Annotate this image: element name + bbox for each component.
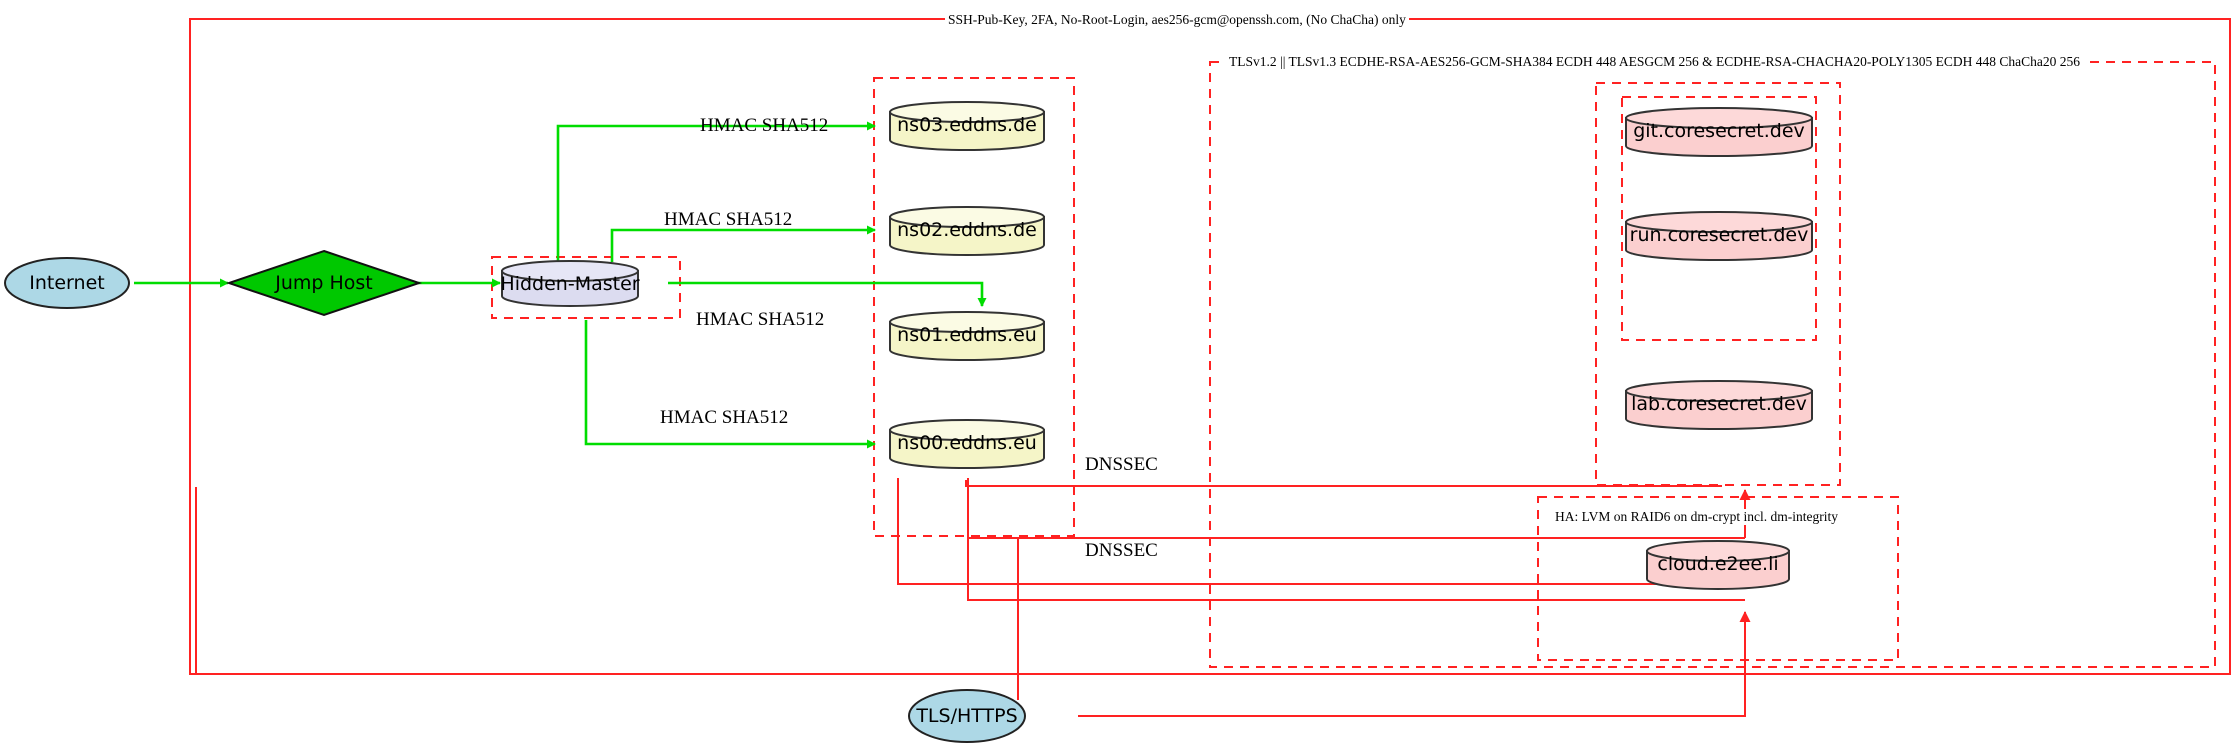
node-ns02[interactable]: ns02.eddns.de [890,207,1044,253]
cluster-dns-border [873,77,1075,537]
node-git-label: git.coresecret.dev [1633,120,1805,142]
edge-hiddenmaster-to-ns00 [584,320,876,449]
edge-hiddenmaster-to-ns02 [610,225,876,262]
node-ns00[interactable]: ns00.eddns.eu [890,420,1044,466]
cluster-ssh-label: SSH-Pub-Key, 2FA, No-Root-Login, aes256-… [945,12,1409,28]
edge-label-dnssec-upper: DNSSEC [1085,454,1158,475]
node-ns01-label: ns01.eddns.eu [897,324,1037,346]
node-internet[interactable]: Internet [5,258,129,308]
edge-tlshttps-right [1078,674,1746,717]
node-tls-https-shape[interactable] [908,689,1026,743]
node-ns02-label: ns02.eddns.de [897,219,1037,241]
node-hidden-master-label: Hidden-Master [500,272,640,295]
edge-label-dnssec-lower: DNSSEC [1085,540,1158,561]
node-ns03[interactable]: ns03.eddns.de [890,102,1044,148]
node-lab[interactable]: lab.coresecret.dev [1626,381,1812,427]
cluster-gitrun-border [1621,96,1817,341]
node-lab-label: lab.coresecret.dev [1631,393,1807,415]
edge-dnssec-upper-stub [965,480,1722,487]
node-git-shape[interactable] [1625,107,1813,157]
node-git[interactable]: git.coresecret.dev [1626,108,1812,154]
node-jumphost-label: Jump Host [275,272,373,294]
node-ns01[interactable]: ns01.eddns.eu [890,312,1044,358]
node-ns01-shape[interactable] [889,311,1045,361]
node-internet-label: Internet [29,272,105,294]
node-tls-https[interactable]: TLS/HTTPS [909,691,1025,741]
cluster-tls-label: TLSv1.2 || TLSv1.3 ECDHE-RSA-AES256-GCM-… [1226,54,2083,70]
node-jumphost-shape[interactable] [225,249,423,317]
node-jumphost[interactable]: Jump Host [229,258,419,308]
node-run[interactable]: run.coresecret.dev [1626,212,1812,258]
node-ns03-label: ns03.eddns.de [897,114,1037,136]
edge-dnssec-lower-path-a [897,478,1745,585]
cluster-hidden-master-border [491,256,681,319]
node-run-shape[interactable] [1625,211,1813,261]
node-hidden-master[interactable]: Hidden-Master [500,261,640,306]
edge-hiddenmaster-to-ns03 [556,121,876,262]
node-ns03-shape[interactable] [889,101,1045,151]
node-cloud-label: cloud.e2ee.li [1657,553,1779,575]
node-lab-shape[interactable] [1625,380,1813,430]
cluster-ha-border [1537,496,1899,661]
edge-label-hmac-ns01: HMAC SHA512 [696,309,825,330]
node-run-label: run.coresecret.dev [1629,224,1809,246]
edge-label-hmac-ns03: HMAC SHA512 [700,115,829,136]
edge-label-hmac-ns02: HMAC SHA512 [664,209,793,230]
node-ns00-label: ns00.eddns.eu [897,432,1037,454]
edge-label-hmac-ns00: HMAC SHA512 [660,407,789,428]
node-ns02-shape[interactable] [889,206,1045,256]
node-ns00-shape[interactable] [889,419,1045,469]
node-cloud-shape[interactable] [1646,540,1790,590]
edge-ha-wrap [967,538,1745,601]
edge-hiddenmaster-to-ns01 [668,281,987,307]
node-tls-https-label: TLS/HTTPS [916,705,1018,727]
cluster-ha-label: HA: LVM on RAID6 on dm-crypt incl. dm-in… [1552,509,1841,525]
node-hidden-master-shape[interactable] [501,260,639,307]
node-cloud[interactable]: cloud.e2ee.li [1647,541,1789,587]
node-internet-shape[interactable] [4,257,130,309]
